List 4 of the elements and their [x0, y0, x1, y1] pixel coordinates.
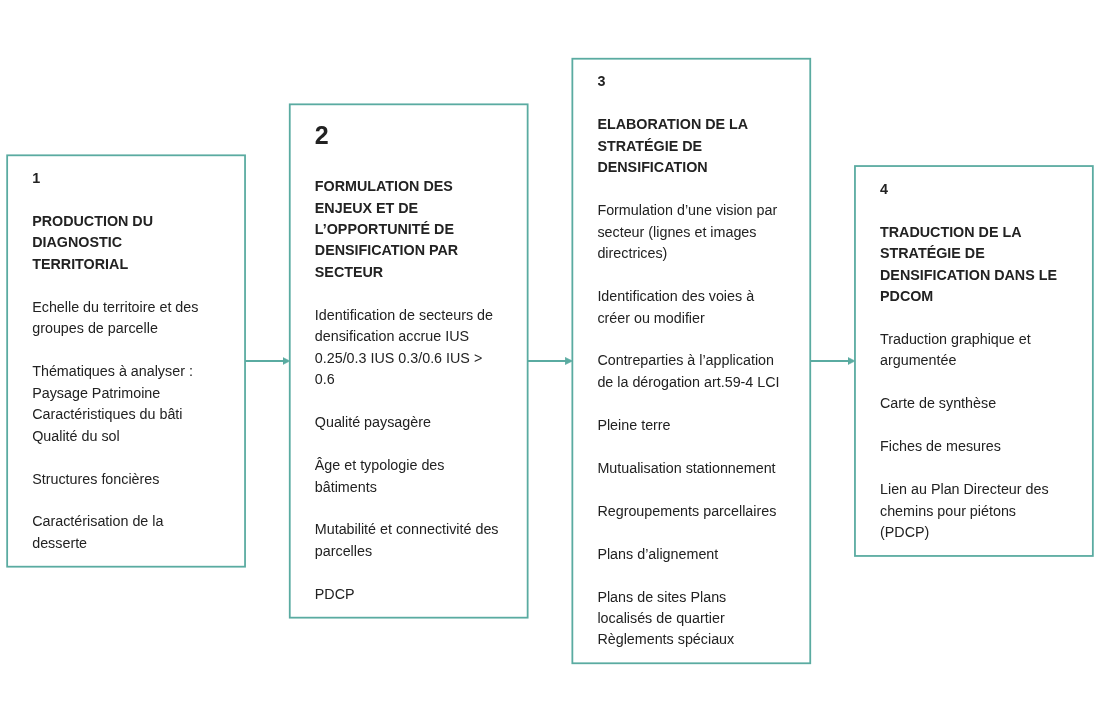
node-box: 1 PRODUCTION DU DIAGNOSTIC TERRITORIAL Echelle du territoire et des groupes de parcelle Thématiques à analyser : Paysage Patrimoine Caractéristiques du bâti Qualité du sol Structures foncières Caractérisation de la desserte	[6, 154, 246, 568]
node-box: 3 ELABORATION DE LA STRATÉGIE DE DENSIFICATION Formulation d’une vision par secteur (lignes et images directrices) Identification des voies à créer ou modifier Contreparties à l’application de la dérogation art.59-4 LCI Pleine terre Mutualisation stationnement Regroupements parcellaires Plans d’alignement Plans de sites Plans localisés de quartier Règlements spéciaux	[571, 57, 812, 665]
node-box: 4 TRADUCTION DE LA STRATÉGIE DE DENSIFICATION DANS LE PDCOM Traduction graphique et argumentée Carte de synthèse Fiches de mesures Lien au Plan Directeur des chemins pour piétons (PDCP)	[854, 165, 1094, 557]
node-box: 2 FORMULATION DES ENJEUX ET DE L’OPPORTUNITÉ DE DENSIFICATION PAR SECTEUR Identification de secteurs de densification accrue IUS 0.25/0.3 IUS 0.3/0.6 IUS > 0.6 Qualité paysagère Âge et typologie des bâtiments Mutabilité et connectivité des parcelles PDCP	[288, 103, 529, 619]
